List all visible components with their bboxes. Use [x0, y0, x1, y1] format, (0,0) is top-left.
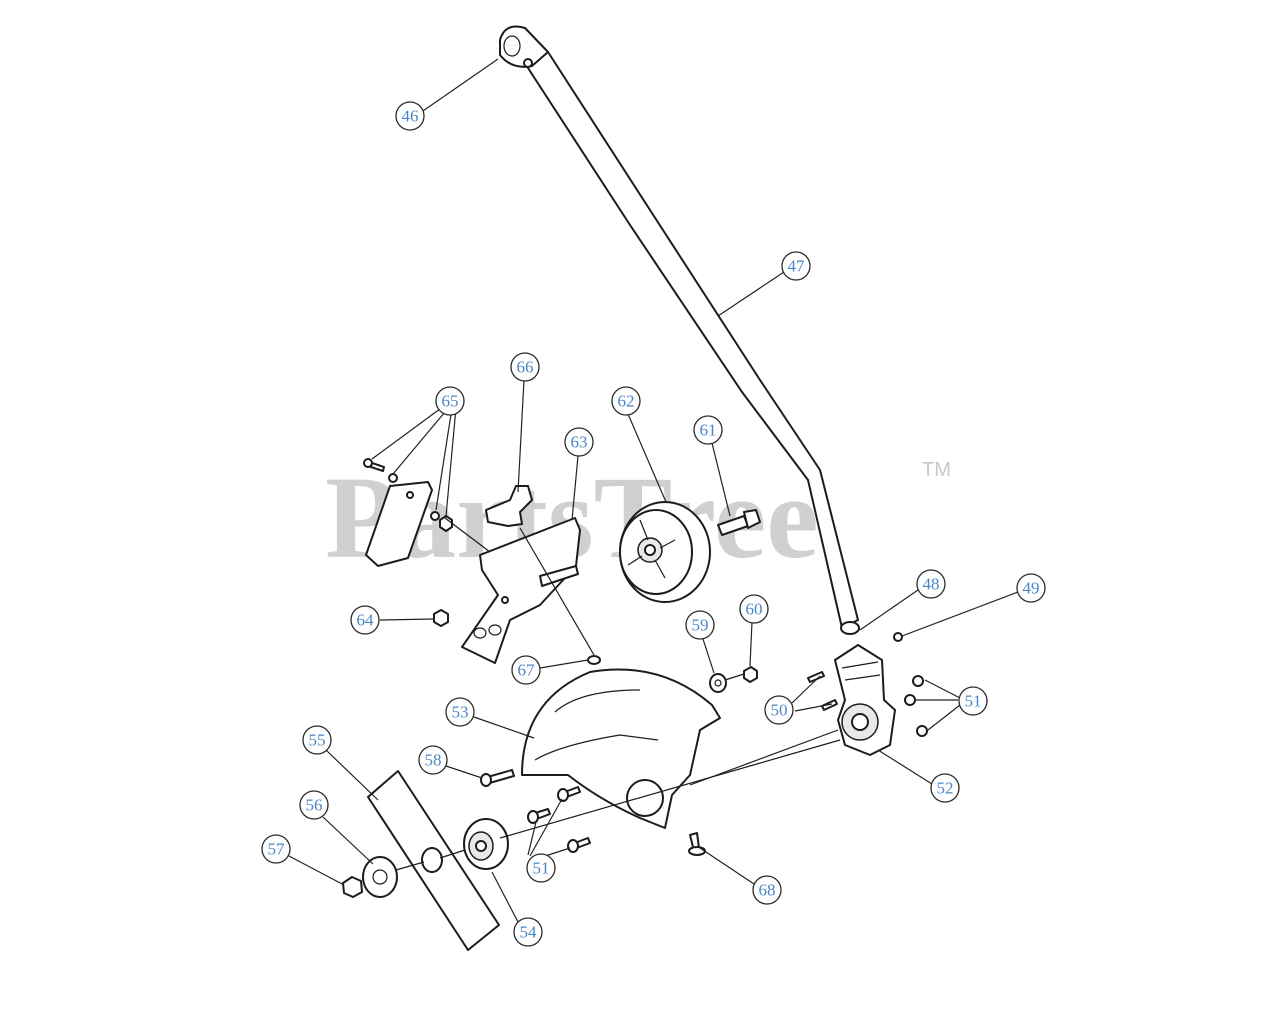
callout-62-label: 62: [618, 392, 635, 411]
callout-53-label: 53: [452, 703, 469, 722]
part-adjust-knob[interactable]: [485, 485, 533, 527]
callout-49[interactable]: 49: [1016, 573, 1046, 603]
callout-65[interactable]: 65: [435, 386, 465, 416]
part-handle-clip[interactable]: [499, 25, 549, 68]
callout-54-label: 54: [520, 923, 538, 942]
callout-59[interactable]: 59: [685, 610, 715, 640]
callout-46-label: 46: [402, 107, 419, 126]
part-wheel[interactable]: [619, 501, 711, 603]
callout-66[interactable]: 66: [510, 352, 540, 382]
callout-62[interactable]: 62: [611, 386, 641, 416]
callout-48[interactable]: 48: [916, 569, 946, 599]
callouts: 46 47 48 49 50 51 51 52 53 54 55 56 57 5…: [261, 101, 1046, 947]
callout-59-label: 59: [692, 616, 709, 635]
watermark-tm: TM: [922, 459, 951, 481]
callout-57-label: 57: [268, 840, 286, 859]
callout-56[interactable]: 56: [299, 790, 329, 820]
callout-58[interactable]: 58: [418, 745, 448, 775]
part-blade-guard[interactable]: [521, 668, 721, 829]
callout-47[interactable]: 47: [781, 251, 811, 281]
callout-67[interactable]: 67: [511, 655, 541, 685]
callout-50-label: 50: [771, 701, 788, 720]
callout-66-label: 66: [517, 358, 534, 377]
callout-63[interactable]: 63: [564, 427, 594, 457]
callout-55[interactable]: 55: [302, 725, 332, 755]
callout-48-label: 48: [923, 575, 940, 594]
part-blade-nut[interactable]: [342, 876, 363, 898]
callout-57[interactable]: 57: [261, 834, 291, 864]
part-axle-bolt[interactable]: [717, 509, 761, 536]
part-lock-washer[interactable]: [587, 655, 601, 665]
callout-51-guard-label: 51: [533, 859, 550, 878]
assembly-lines: [395, 517, 841, 871]
callout-60[interactable]: 60: [739, 594, 769, 624]
callout-52-label: 52: [937, 779, 954, 798]
part-bolts[interactable]: [480, 769, 706, 856]
callout-46[interactable]: 46: [395, 101, 425, 131]
callout-67-label: 67: [518, 661, 536, 680]
part-gear-hardware[interactable]: [807, 632, 928, 737]
part-blade-washer[interactable]: [362, 856, 398, 898]
callout-50[interactable]: 50: [764, 695, 794, 725]
part-bracket-nut[interactable]: [433, 609, 449, 627]
part-wheel-bracket[interactable]: [461, 517, 581, 664]
callout-56-label: 56: [306, 796, 323, 815]
part-gear-head[interactable]: [834, 644, 896, 756]
part-edger-blade[interactable]: [367, 770, 500, 951]
callout-47-label: 47: [788, 257, 806, 276]
callout-60-label: 60: [746, 600, 763, 619]
part-spacer[interactable]: [463, 818, 509, 870]
callout-51-guard[interactable]: 51: [526, 853, 556, 883]
callout-68-label: 68: [759, 881, 776, 900]
part-depth-plate[interactable]: [363, 458, 453, 567]
callout-51-gear-label: 51: [965, 692, 982, 711]
callout-64[interactable]: 64: [350, 605, 380, 635]
callout-52[interactable]: 52: [930, 773, 960, 803]
callout-55-label: 55: [309, 731, 326, 750]
callout-65-label: 65: [442, 392, 459, 411]
callout-58-label: 58: [425, 751, 442, 770]
callout-54[interactable]: 54: [513, 917, 543, 947]
part-wheel-hardware[interactable]: [709, 666, 758, 693]
callout-49-label: 49: [1023, 579, 1040, 598]
callout-64-label: 64: [357, 611, 375, 630]
callout-53[interactable]: 53: [445, 697, 475, 727]
callout-51-gear[interactable]: 51: [958, 686, 988, 716]
leader-lines: [288, 58, 1019, 923]
callout-61-label: 61: [700, 421, 717, 440]
callout-61[interactable]: 61: [693, 415, 723, 445]
callout-63-label: 63: [571, 433, 588, 452]
callout-68[interactable]: 68: [752, 875, 782, 905]
